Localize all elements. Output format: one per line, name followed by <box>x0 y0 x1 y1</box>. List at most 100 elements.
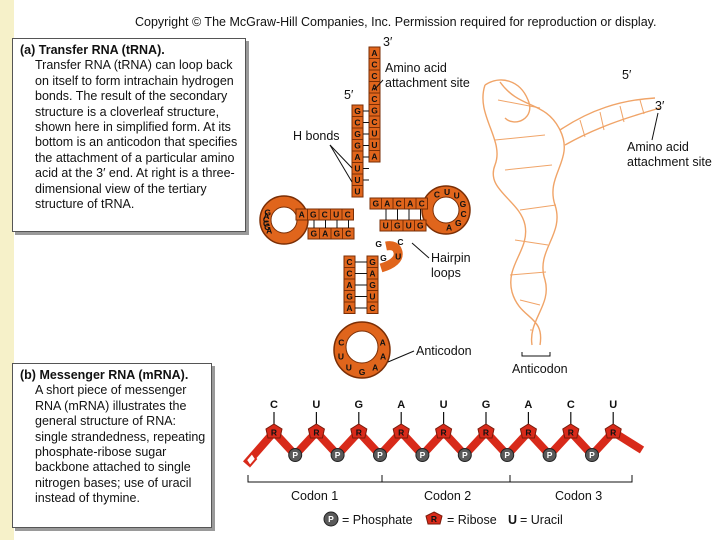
mrna-base-2: G <box>355 399 364 411</box>
nucleotide-anticodon-stem-right-1: A <box>369 268 375 278</box>
ribose-label-4: R <box>441 428 447 438</box>
ribose-label-6: R <box>525 428 531 438</box>
nucleotide-t-arm-bottom-2: U <box>406 221 412 231</box>
nucleotide-d-arm-top-1: G <box>310 210 317 220</box>
ribose-label-0: R <box>271 428 277 438</box>
nucleotide-acceptor-5-4: A <box>354 152 360 162</box>
ribose-label-7: R <box>568 428 574 438</box>
tertiary-amino-label-2: attachment site <box>627 155 712 169</box>
nucleotide-variable-2: G <box>380 253 387 263</box>
phosphate-legend-letter: P <box>328 514 334 524</box>
nucleotide-acceptor-5-2: G <box>354 129 361 139</box>
phosphate-label-7: P <box>589 450 595 460</box>
nucleotide-d-arm-top-0: A <box>299 210 305 220</box>
nucleotide-anticodon-loop-2: U <box>346 363 352 373</box>
tertiary-amino-label-1: Amino acid <box>627 140 689 154</box>
nucleotide-d-loop-5: A <box>266 225 272 235</box>
phosphate-label-5: P <box>504 450 510 460</box>
tertiary-anticodon-label: Anticodon <box>512 362 568 376</box>
ribose-label-1: R <box>313 428 319 438</box>
mrna-legend: P = Phosphate R = Ribose U = Uracil <box>324 512 563 527</box>
anticodon-label: Anticodon <box>416 344 472 358</box>
tertiary-base-pair <box>515 240 548 245</box>
nucleotide-anticodon-stem-left-3: G <box>346 291 353 301</box>
tertiary-base-pair <box>580 120 585 137</box>
tertiary-base-pair <box>495 135 545 140</box>
tertiary-base-pair <box>498 100 540 108</box>
tertiary-base-pair <box>640 100 644 114</box>
nucleotide-acceptor-5-3: G <box>354 140 361 150</box>
nucleotide-anticodon-stem-right-0: G <box>369 257 376 267</box>
nucleotide-acceptor-3-1: C <box>371 59 377 69</box>
nucleotide-variable-0: C <box>397 237 403 247</box>
h-bonds-label: H bonds <box>293 129 340 143</box>
tertiary-base-pair <box>520 205 556 210</box>
mrna-base-8: U <box>609 399 617 411</box>
nucleotide-anticodon-loop-5: A <box>380 351 386 361</box>
nucleotide-acceptor-3-5: G <box>371 105 378 115</box>
nucleotide-variable-1: U <box>395 252 401 262</box>
nucleotide-t-arm-bottom-3: G <box>417 221 424 231</box>
trna-tertiary-structure <box>483 80 660 345</box>
nucleotide-anticodon-loop-3: G <box>359 367 366 377</box>
mrna-base-0: C <box>270 399 278 411</box>
nucleotide-t-arm-top-4: C <box>419 199 425 209</box>
nucleotide-t-arm-top-2: C <box>396 199 402 209</box>
tertiary-3prime: 3′ <box>655 99 665 113</box>
nucleotide-acceptor-3-4: C <box>371 94 377 104</box>
phosphate-label-3: P <box>420 450 426 460</box>
mrna-base-6: A <box>524 399 532 411</box>
h-bonds-pointer-2 <box>330 145 352 182</box>
clover-3prime: 3′ <box>383 35 393 49</box>
nucleotide-d-arm-bottom-0: G <box>310 229 317 239</box>
nucleotide-acceptor-3-2: C <box>371 71 377 81</box>
nucleotide-d-arm-bottom-1: A <box>322 229 328 239</box>
ribose-label-2: R <box>356 428 362 438</box>
nucleotide-t-loop-5: G <box>455 218 462 228</box>
phosphate-label-6: P <box>547 450 553 460</box>
nucleotide-t-loop-1: U <box>444 187 450 197</box>
nucleotide-anticodon-stem-left-1: C <box>346 268 352 278</box>
nucleotide-anticodon-loop-0: C <box>338 337 344 347</box>
phosphate-label-4: P <box>462 450 468 460</box>
nucleotide-t-arm-bottom-0: U <box>383 221 389 231</box>
nucleotide-t-arm-top-1: A <box>384 199 390 209</box>
ribose-legend-text: = Ribose <box>447 513 497 527</box>
anticodon-loop-hole <box>346 331 378 363</box>
uracil-legend-text: = Uracil <box>520 513 563 527</box>
phosphate-label-0: P <box>292 450 298 460</box>
codon-1-label: Codon 1 <box>291 489 338 503</box>
nucleotide-acceptor-3-6: C <box>371 117 377 127</box>
mrna-base-5: G <box>482 399 491 411</box>
mrna-base-3: A <box>397 399 405 411</box>
phosphate-legend-text: = Phosphate <box>342 513 413 527</box>
mrna-base-7: C <box>567 399 575 411</box>
nucleotide-t-loop-3: G <box>460 199 467 209</box>
codon-1-bracket <box>248 475 382 482</box>
d-loop-hole <box>271 207 297 233</box>
nucleotide-d-arm-top-4: C <box>345 210 351 220</box>
nucleotide-t-loop-0: C <box>434 189 440 199</box>
nucleotide-acceptor-5-6: U <box>354 175 360 185</box>
nucleotide-d-arm-bottom-3: C <box>345 229 351 239</box>
mrna-base-1: U <box>312 399 320 411</box>
nucleotide-anticodon-stem-right-3: U <box>369 291 375 301</box>
nucleotide-anticodon-loop-6: A <box>380 337 386 347</box>
nucleotide-d-arm-top-2: C <box>322 210 328 220</box>
uracil-legend-letter: U <box>508 513 517 527</box>
ribose-legend-letter: R <box>431 514 437 524</box>
hairpin-label-1: Hairpin <box>431 251 471 265</box>
codon-2-label: Codon 2 <box>424 489 471 503</box>
phosphate-label-2: P <box>377 450 383 460</box>
ribose-label-3: R <box>398 428 404 438</box>
nucleotide-anticodon-loop-1: U <box>338 351 344 361</box>
phosphate-label-1: P <box>335 450 341 460</box>
h-bonds-pointer-1 <box>330 145 352 168</box>
tertiary-pointer <box>652 113 658 140</box>
nucleotide-acceptor-3-9: A <box>371 151 377 161</box>
hairpin-pointer <box>412 243 429 258</box>
nucleotide-acceptor-3-8: U <box>371 140 377 150</box>
